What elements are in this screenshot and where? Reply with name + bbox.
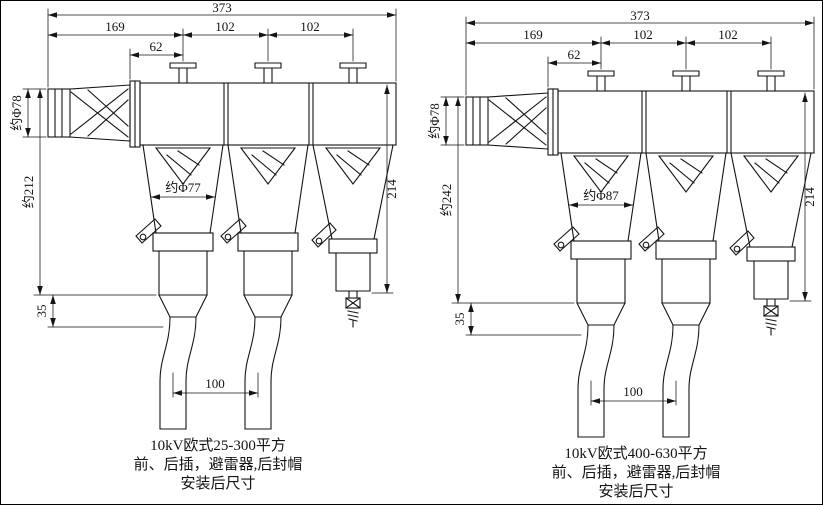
dim-right-height: 214 (384, 179, 399, 199)
assembly-left: 373 169 102 102 62 约Φ78 约212 约Φ77 214 35… (9, 1, 399, 492)
caption-line-3: 安装后尺寸 (180, 475, 255, 492)
dim-nested-62: 62 (568, 47, 581, 62)
dim-body-diameter: 约Φ77 (165, 180, 201, 195)
dim-bracket-offset: 35 (34, 305, 49, 318)
dim-nested-62: 62 (150, 39, 163, 54)
dim-overall-height: 约242 (439, 184, 454, 217)
dim-seg1: 169 (105, 19, 125, 34)
assembly-line-art (23, 9, 396, 429)
dim-total: 373 (630, 8, 650, 23)
caption-line-2: 前、后插，避雷器,后封帽 (552, 464, 721, 481)
dim-seg2: 102 (633, 27, 653, 42)
dim-cable-spacing: 100 (205, 376, 225, 391)
dim-seg2: 102 (215, 19, 235, 34)
dim-seg3: 102 (718, 27, 738, 42)
dim-seg3: 102 (300, 19, 320, 34)
dim-bracket-offset: 35 (452, 313, 467, 326)
dim-rear-diameter: 约Φ78 (427, 103, 442, 139)
caption-line-2: 前、后插，避雷器,后封帽 (134, 456, 303, 473)
dim-seg1: 169 (523, 27, 543, 42)
caption-line-1: 10kV欧式400-630平方 (564, 445, 707, 462)
dim-overall-height: 约212 (21, 176, 36, 209)
dim-cable-spacing: 100 (623, 384, 643, 399)
assembly-right: 373 169 102 102 62 约Φ78 约242 约Φ87 214 35… (427, 8, 817, 500)
dim-rear-diameter: 约Φ78 (9, 95, 24, 131)
caption-line-1: 10kV欧式25-300平方 (150, 437, 286, 454)
dim-right-height: 214 (802, 187, 817, 207)
assembly-line-art (441, 17, 814, 437)
caption-line-3: 安装后尺寸 (598, 483, 673, 500)
dim-total: 373 (212, 1, 232, 15)
dim-body-diameter: 约Φ87 (583, 188, 619, 203)
